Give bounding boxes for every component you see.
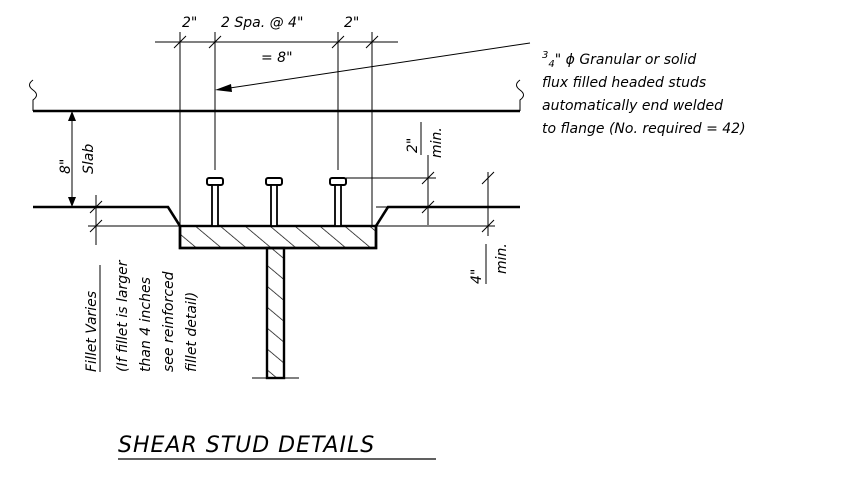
clearance-value-text: 2" [405,138,421,153]
total-spacing-text: = 8" [261,50,293,66]
slab-thickness-text: 8" [58,159,74,174]
girder-web [265,246,286,380]
embedment-value-text: 4" [469,269,485,284]
drawing-title: SHEAR STUD DETAILS [118,433,375,458]
fillet-dimension [88,195,180,245]
left-edge-dim-text: 2" [182,15,197,31]
spacing-dim-text: 2 Spa. @ 4" [221,15,303,31]
break-symbol-right [516,79,524,111]
leader-arrowhead [215,84,232,92]
stud-note-line-4: to flange (No. required = 42) [542,121,746,137]
stud-clearance-dimension [346,155,436,225]
fillet-note-line-2: (If fillet is larger [115,259,131,372]
top-flange [178,224,378,250]
stud-note-leader [222,42,531,90]
shear-stud [206,177,224,227]
fillet-note-line-3: than 4 inches [138,277,154,372]
embedment-dimension [376,171,495,236]
stud-spacing-dimension [155,32,398,226]
stud-note-line-2: flux filled headed studs [542,75,706,91]
slab-thickness-dimension [68,111,76,207]
embedment-min-text: min. [494,243,510,274]
stud-note-line-3: automatically end welded [542,98,723,114]
fillet-note-line-4: see reinforced [161,271,177,372]
right-edge-dim-text: 2" [344,15,359,31]
shear-stud [265,177,283,227]
fillet-note-line-1: Fillet Varies [84,291,100,372]
shear-stud [329,177,347,227]
fillet-note-line-5: fillet detail) [184,292,200,372]
break-symbol-left [29,79,37,111]
slab-label: Slab [81,144,97,174]
stud-note-line-1: 34" ϕ Granular or solid [542,50,696,70]
clearance-min-text: min. [429,127,445,158]
